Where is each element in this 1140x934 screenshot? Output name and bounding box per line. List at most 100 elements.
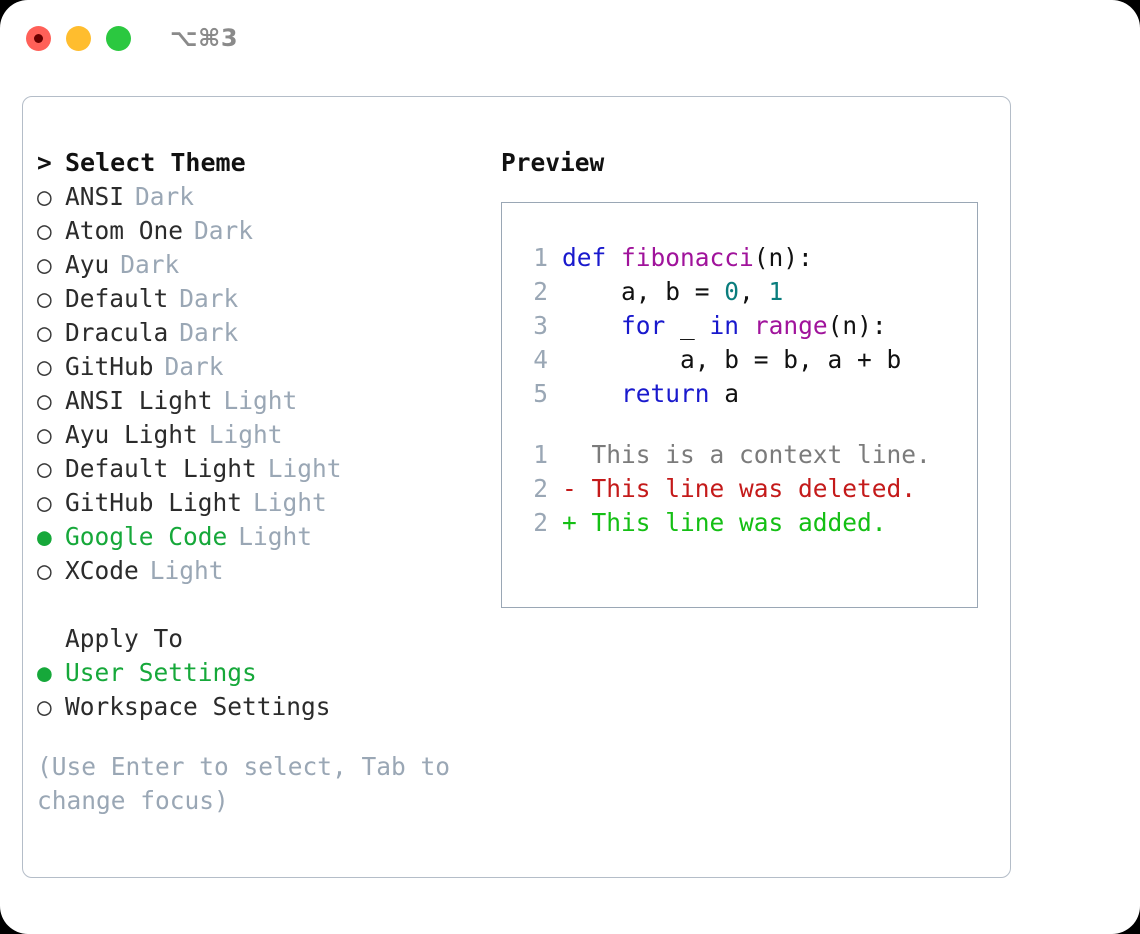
code-token xyxy=(562,379,621,408)
radio-unselected-icon: ○ xyxy=(37,182,52,211)
code-line: 3 for _ in range(n): xyxy=(518,309,971,343)
radio-selected-icon: ● xyxy=(37,658,52,687)
code-token: (n): xyxy=(827,311,887,340)
theme-name: Default xyxy=(65,284,169,313)
theme-kind-badge: Dark xyxy=(164,352,224,381)
theme-list-item[interactable]: ● Google Code Light xyxy=(37,520,497,554)
diff-line: 2- This line was deleted. xyxy=(518,472,971,506)
theme-kind-badge: Light xyxy=(253,488,327,517)
radio-unselected-icon: ○ xyxy=(37,488,52,517)
code-token: _ xyxy=(665,311,710,340)
theme-name: GitHub Light xyxy=(65,488,243,517)
code-token xyxy=(606,243,621,272)
line-number: 1 xyxy=(533,243,548,272)
code-token xyxy=(562,311,621,340)
title-bar: ⌥⌘3 xyxy=(0,0,1140,78)
code-token: def xyxy=(562,243,607,272)
code-token xyxy=(739,311,754,340)
keyboard-hint: (Use Enter to select, Tab to change focu… xyxy=(37,750,457,818)
theme-list-item[interactable]: ○ Atom One Dark xyxy=(37,214,497,248)
line-number: 1 xyxy=(533,440,548,469)
theme-kind-badge: Dark xyxy=(135,182,195,211)
apply-to-label: Apply To xyxy=(65,624,184,653)
radio-unselected-icon: ○ xyxy=(37,556,52,585)
theme-name: ANSI Light xyxy=(65,386,213,415)
close-icon xyxy=(34,34,43,43)
radio-unselected-icon: ○ xyxy=(37,692,52,721)
apply-to-option-label: User Settings xyxy=(65,658,257,687)
code-token: in xyxy=(709,311,740,340)
code-token: 1 xyxy=(768,277,784,306)
list-spacer xyxy=(37,588,497,622)
theme-kind-badge: Light xyxy=(267,454,342,483)
apply-to-option[interactable]: ○ Workspace Settings xyxy=(37,690,497,724)
maximize-window-button[interactable] xyxy=(106,26,131,51)
theme-kind-badge: Light xyxy=(238,522,313,551)
line-number: 2 xyxy=(533,508,548,537)
theme-list-item[interactable]: ○ ANSI Dark xyxy=(37,180,497,214)
keyboard-hint-line-1: (Use Enter to select, Tab to xyxy=(37,752,451,781)
line-number: 4 xyxy=(533,345,548,374)
apply-to-option[interactable]: ● User Settings xyxy=(37,656,497,690)
code-line-text: for _ in range(n): xyxy=(562,309,887,343)
close-window-button[interactable] xyxy=(26,26,51,51)
radio-unselected-icon: ○ xyxy=(37,454,52,483)
theme-list-item[interactable]: ○ Default Light Light xyxy=(37,452,497,486)
code-token: return xyxy=(621,379,710,408)
theme-name: Default Light xyxy=(65,454,257,483)
code-token: (n): xyxy=(753,243,813,272)
diff-line-text: - This line was deleted. xyxy=(562,474,917,503)
theme-kind-badge: Light xyxy=(208,420,283,449)
radio-unselected-icon: ○ xyxy=(37,216,52,245)
code-token: a, b = xyxy=(562,277,725,306)
theme-kind-badge: Dark xyxy=(179,318,239,347)
theme-list-item[interactable]: ○ GitHub Light Light xyxy=(37,486,497,520)
theme-name: Google Code xyxy=(65,522,228,551)
code-line-text: return a xyxy=(562,377,739,411)
diff-line: 1 This is a context line. xyxy=(518,438,971,472)
apply-to-option-label: Workspace Settings xyxy=(65,692,331,721)
keyboard-hint-line-2: change focus) xyxy=(37,786,229,815)
theme-kind-badge: Dark xyxy=(194,216,254,245)
code-token: 0 xyxy=(724,277,740,306)
radio-unselected-icon: ○ xyxy=(37,386,52,415)
code-line: 1 def fibonacci(n): xyxy=(518,241,971,275)
apply-to-list: ● User Settings ○ Workspace Settings xyxy=(37,656,497,724)
code-line-text: def fibonacci(n): xyxy=(562,241,813,275)
select-theme-label: Select Theme xyxy=(65,148,246,177)
preview-title: Preview xyxy=(501,148,605,177)
theme-name: ANSI xyxy=(65,182,125,211)
diff-sample: 1 This is a context line.2- This line wa… xyxy=(518,438,971,540)
theme-kind-badge: Light xyxy=(223,386,298,415)
prompt-chevron-icon: > xyxy=(37,148,52,177)
apply-to-header: Apply To xyxy=(37,622,497,656)
code-line: 2 a, b = 0, 1 xyxy=(518,275,971,309)
minimize-window-button[interactable] xyxy=(66,26,91,51)
theme-kind-badge: Dark xyxy=(120,250,180,279)
theme-name: Atom One xyxy=(65,216,184,245)
code-line-text: a, b = b, a + b xyxy=(562,343,901,377)
diff-line-text: This is a context line. xyxy=(562,440,931,469)
window-title: ⌥⌘3 xyxy=(170,24,239,52)
code-line-text: a, b = 0, 1 xyxy=(562,275,783,309)
radio-selected-icon: ● xyxy=(37,522,52,551)
apply-to-marker-placeholder xyxy=(37,622,65,656)
line-number: 2 xyxy=(533,277,548,306)
theme-name: Ayu Light xyxy=(65,420,198,449)
theme-name: XCode xyxy=(65,556,139,585)
diff-line: 2+ This line was added. xyxy=(518,506,971,540)
theme-name: Dracula xyxy=(65,318,169,347)
theme-list-item[interactable]: ○ ANSI Light Light xyxy=(37,384,497,418)
